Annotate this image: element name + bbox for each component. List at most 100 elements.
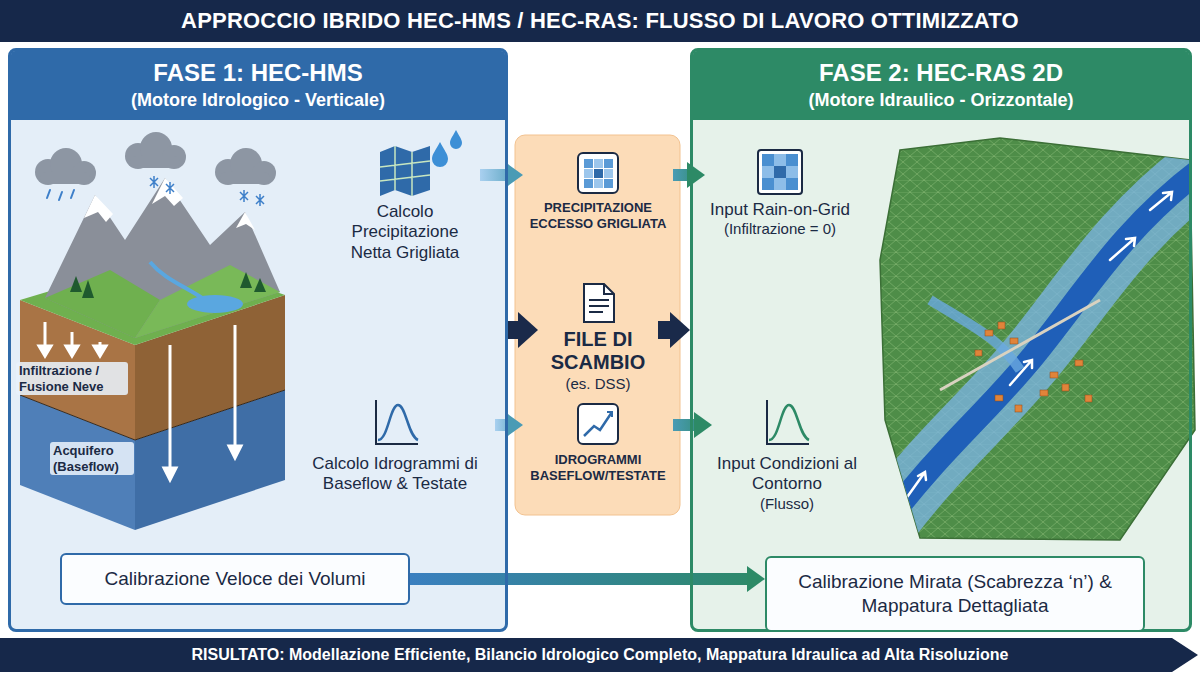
clouds (71, 190, 74, 198)
hydrograph-icon (607, 412, 612, 417)
flood-map (880, 170, 1200, 530)
grid-icon (578, 153, 618, 193)
arrow-shaft (658, 321, 671, 339)
grid-icon (758, 150, 802, 194)
arrow-shaft (495, 419, 506, 431)
infiltration-arrows (44, 322, 47, 348)
hydrograph-icon (578, 404, 618, 444)
hydrograph-icon (769, 405, 809, 440)
block-diagram (135, 390, 285, 530)
grid-icon (774, 154, 786, 166)
grid-icon (604, 169, 613, 178)
grid-icon (594, 159, 603, 168)
grid-icon (774, 166, 786, 178)
node-text: PRECIPITAZIONE ECCESSO GRIGLIATA (523, 200, 673, 233)
panel-fill (8, 48, 508, 632)
flood-map (1075, 360, 1083, 366)
flood-map (1050, 372, 1058, 378)
flood-map (985, 330, 993, 336)
exchange-panel (515, 135, 680, 515)
arrow-shaft (673, 169, 688, 181)
document-icon (584, 284, 614, 322)
clouds (47, 190, 50, 198)
flood-map (1150, 192, 1172, 210)
flood-map (1062, 384, 1069, 391)
node-text: Input Condizioni al Contorno (712, 454, 862, 495)
flood-map (905, 192, 1172, 500)
block-diagram (135, 265, 280, 338)
grid-icon (604, 159, 613, 168)
diagram-title: APPROCCIO IBRIDO HEC-HMS / HEC-RAS: FLUS… (0, 0, 1200, 42)
arrow-shaft (508, 321, 519, 339)
map-icon (432, 142, 448, 167)
clouds (130, 156, 180, 168)
block-diagram (45, 178, 280, 338)
phase-panel: FASE 1: HEC-HMS(Motore Idrologico - Vert… (8, 48, 508, 632)
node-text: Calibrazione Veloce dei Volumi (72, 567, 398, 591)
exchange-file: FILE DI SCAMBIO(es. DSS) (538, 280, 658, 394)
clouds (59, 192, 62, 200)
panel-header: FASE 2: HEC-RAS 2D(Motore Idraulico - Or… (693, 51, 1189, 120)
process-step: Calcolo Idrogrammi di Baseflow & Testate (295, 392, 495, 495)
flow-arrow (495, 412, 523, 438)
grid-icon (786, 154, 798, 166)
flood-map (1110, 238, 1135, 260)
grid-icon (762, 178, 774, 190)
hydrograph-icon (767, 400, 809, 444)
node-subtext: (es. DSS) (538, 374, 658, 394)
infiltration-arrows (229, 446, 241, 458)
grid-icon (594, 179, 603, 188)
hydrograph-icon (578, 404, 618, 444)
grid-icon (584, 169, 593, 178)
calibration-box: Calibrazione Mirata (Scabrezza ‘n’) & Ma… (765, 556, 1145, 632)
block-diagram (20, 395, 135, 530)
panel-header: FASE 1: HEC-HMS(Motore Idrologico - Vert… (11, 51, 505, 120)
panel-fill (8, 48, 1192, 632)
map-icon (380, 146, 430, 196)
figure-label: Acquifero (Baseflow) (50, 442, 134, 475)
node-subtext: (Motore Idraulico - Orizzontale) (699, 88, 1183, 112)
clouds (35, 132, 276, 185)
grid-icon (584, 179, 593, 188)
arrow-head (694, 412, 712, 438)
document-icon (584, 284, 614, 322)
node-text: RISULTATO: Modellazione Efficiente, Bila… (0, 638, 1200, 672)
document-icon (604, 284, 614, 294)
process-step: Calcolo Precipitazione Netta Grigliata (330, 140, 480, 263)
flood-map (1015, 405, 1022, 412)
arrow-head (518, 312, 538, 348)
block-diagram (150, 262, 205, 300)
infiltration-arrows (234, 325, 237, 448)
node-text: IDROGRAMMI BASEFLOW/TESTATE (523, 452, 673, 485)
arrow-head (747, 566, 765, 592)
node-text: FILE DI SCAMBIO (538, 328, 658, 374)
grid-icon (584, 159, 593, 168)
grid-icon (762, 166, 774, 178)
node-text: FASE 2: HEC-RAS 2D (699, 58, 1183, 88)
result-band: RISULTATO: Modellazione Efficiente, Bila… (0, 638, 1200, 672)
exchange-item: IDROGRAMMI BASEFLOW/TESTATE (523, 400, 673, 485)
title-bar (0, 0, 1200, 42)
block-diagram (152, 178, 183, 206)
flow-arrow (508, 312, 538, 348)
node-text: FASE 1: HEC-HMS (17, 58, 499, 88)
grid-icon (786, 166, 798, 178)
map-icon (380, 130, 462, 196)
flood-map (880, 170, 1200, 530)
flood-map (880, 170, 1200, 530)
infiltration-arrows (164, 468, 176, 480)
block-diagram (187, 295, 243, 313)
title-bar (0, 0, 1200, 42)
node-text: Input Rain-on-Grid (705, 200, 855, 220)
infiltration-arrows (39, 322, 241, 480)
flood-map (995, 395, 1003, 401)
hydrograph-icon (767, 400, 809, 444)
grid-icon (774, 178, 786, 190)
flood-map (975, 322, 1092, 412)
clouds (35, 132, 276, 206)
flood-map (1010, 338, 1018, 344)
infiltration-arrows (169, 345, 172, 470)
flood-map (1085, 395, 1092, 402)
arrow-shaft (480, 169, 506, 181)
